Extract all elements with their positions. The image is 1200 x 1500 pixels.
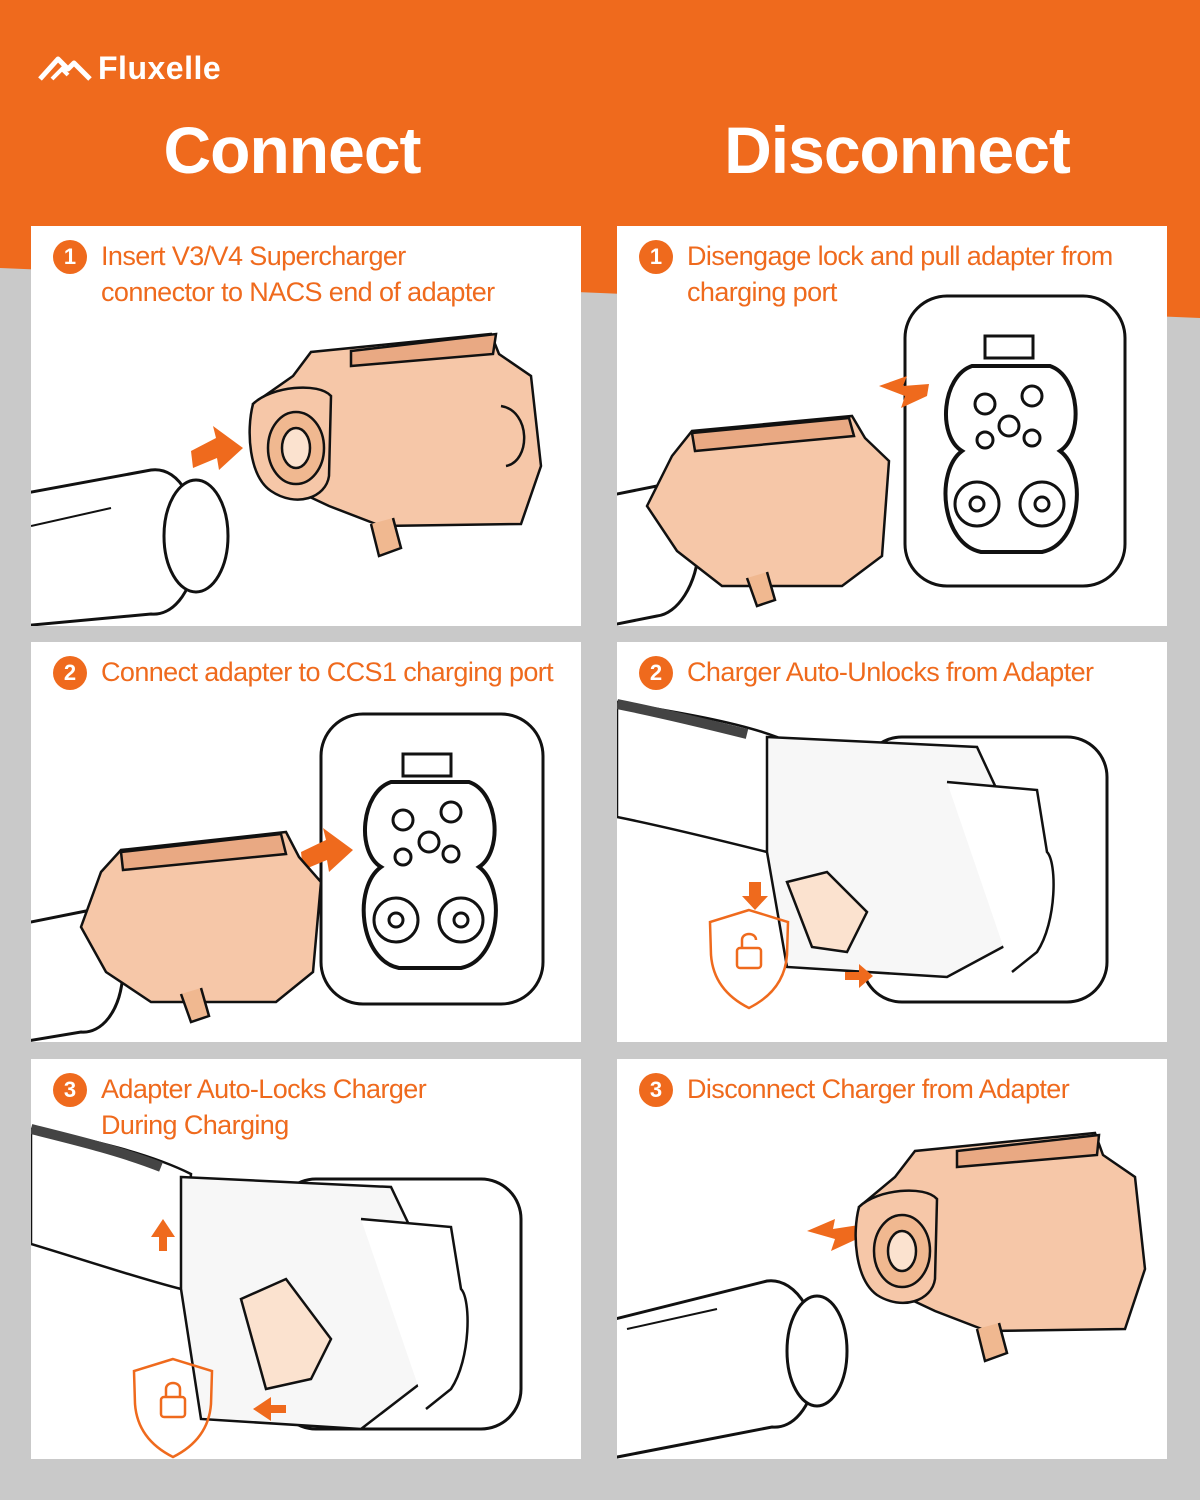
- step-number-badge: 2: [53, 656, 87, 690]
- disconnect-step-1-header: 1 Disengage lock and pull adapter from c…: [639, 238, 1149, 310]
- connect-arrow-icon: [301, 828, 353, 872]
- remove-arrow-icon: [807, 1219, 859, 1251]
- connector-insert-illustration: [31, 332, 543, 626]
- pull-arrow-icon: [879, 376, 929, 408]
- insert-arrow-icon: [191, 426, 243, 470]
- disconnect-step-3-header: 3 Disconnect Charger from Adapter: [639, 1071, 1149, 1107]
- adapter-icon: [79, 830, 323, 1024]
- pull-adapter-illustration: [617, 294, 1127, 626]
- connect-step-3-panel: 3 Adapter Auto-Locks Charger During Char…: [31, 1059, 581, 1459]
- unlock-down-arrow-icon: [742, 882, 768, 910]
- adapter-to-port-illustration: [31, 712, 545, 1042]
- adapter-icon: [645, 414, 891, 608]
- brand-logo: Fluxelle: [38, 50, 221, 86]
- disconnect-title: Disconnect: [724, 113, 1071, 187]
- step-number-badge: 2: [639, 656, 673, 690]
- step-number-badge: 1: [639, 240, 673, 274]
- supercharger-connector-icon: [31, 468, 230, 626]
- connect-step-2-header: 2 Connect adapter to CCS1 charging port: [53, 654, 563, 690]
- connect-step-3-header: 3 Adapter Auto-Locks Charger During Char…: [53, 1071, 563, 1143]
- remove-charger-illustration: [617, 1131, 1147, 1459]
- ccs1-charging-port-icon: [903, 294, 1127, 588]
- step-instruction: Disengage lock and pull adapter from cha…: [687, 241, 1113, 307]
- step-number-badge: 3: [53, 1073, 87, 1107]
- lock-up-arrow-icon: [151, 1219, 175, 1251]
- mountain-logo-icon: [38, 56, 92, 81]
- connect-step-1-header: 1 Insert V3/V4 Supercharger connector to…: [53, 238, 563, 310]
- step-instruction: Charger Auto-Unlocks from Adapter: [687, 657, 1094, 687]
- connect-title: Connect: [163, 113, 422, 187]
- disconnect-step-2-header: 2 Charger Auto-Unlocks from Adapter: [639, 654, 1149, 690]
- adapter-icon: [854, 1131, 1147, 1363]
- charger-handle-icon: [31, 1124, 469, 1431]
- auto-unlock-illustration: [617, 699, 1109, 1010]
- connect-step-2-panel: 2 Connect adapter to CCS1 charging port: [31, 642, 581, 1042]
- padlock-shield-icon: [132, 1357, 214, 1459]
- step-instruction: Disconnect Charger from Adapter: [687, 1074, 1070, 1104]
- step-instruction: Insert V3/V4 Supercharger connector to N…: [101, 241, 495, 307]
- brand-name: Fluxelle: [98, 49, 222, 86]
- unlocked-padlock-shield-icon: [708, 908, 790, 1010]
- disconnect-step-1-panel: 1 Disengage lock and pull adapter from c…: [617, 226, 1167, 626]
- step-instruction: Adapter Auto-Locks Charger During Chargi…: [101, 1074, 427, 1140]
- charger-handle-icon: [617, 699, 1055, 979]
- lock-left-arrow-icon: [253, 1397, 286, 1421]
- connect-step-1-panel: 1 Insert V3/V4 Supercharger connector to…: [31, 226, 581, 626]
- auto-lock-illustration: [31, 1124, 523, 1459]
- disconnect-step-3-panel: 3 Disconnect Charger from Adapter: [617, 1059, 1167, 1459]
- step-number-badge: 1: [53, 240, 87, 274]
- ccs1-charging-port-icon: [319, 712, 545, 1006]
- disconnect-step-2-panel: 2 Charger Auto-Unlocks from Adapter: [617, 642, 1167, 1042]
- supercharger-connector-icon: [617, 1279, 849, 1459]
- adapter-icon: [248, 332, 543, 558]
- step-instruction: Connect adapter to CCS1 charging port: [101, 657, 554, 687]
- unlock-right-arrow-icon: [845, 964, 873, 988]
- step-number-badge: 3: [639, 1073, 673, 1107]
